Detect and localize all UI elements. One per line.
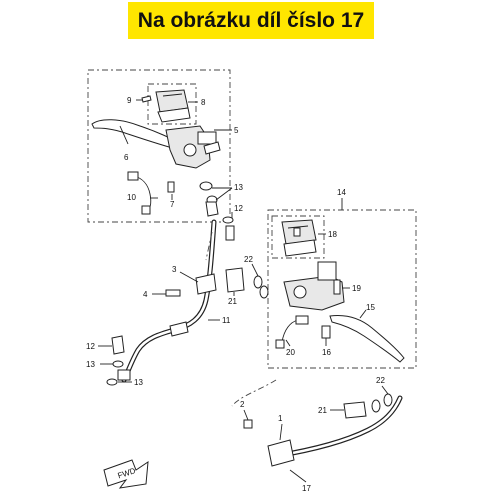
callout-12-upper: 12 (234, 204, 243, 213)
callout-2: 2 (240, 400, 245, 409)
screw-9 (141, 95, 152, 103)
bolt-12-lower (111, 335, 125, 355)
brake-lever-15 (329, 315, 405, 363)
fwd-arrow: FWD (103, 459, 149, 489)
reservoir-diaphragm-17 (283, 239, 317, 257)
routing-line (205, 231, 277, 407)
callout-21-upper: 21 (228, 297, 237, 306)
callout-8: 8 (201, 98, 206, 107)
callout-21-lower: 21 (318, 406, 327, 415)
banjo-bolt-21-lower (343, 401, 367, 419)
screw-18 (333, 279, 341, 295)
callout-18: 19 (352, 284, 361, 293)
callout-20: 17 (302, 484, 311, 493)
callout-7: 7 (170, 200, 175, 209)
callout-13-lower: 13 (134, 378, 143, 387)
callout-1: 1 (278, 414, 283, 423)
callout-9: 9 (127, 96, 132, 105)
screw-16 (321, 325, 331, 339)
banjo-bolt-21 (225, 267, 245, 293)
callout-11: 11 (222, 316, 231, 325)
callout-labels: 9 8 5 6 10 7 13 12 3 4 11 12 13 13 14 18… (86, 96, 385, 493)
callout-14: 14 (337, 188, 346, 197)
washer-22a (253, 275, 263, 289)
callout-13-middle: 13 (86, 360, 95, 369)
callout-19: 20 (286, 348, 295, 357)
callout-13-upper: 13 (234, 183, 243, 192)
hose-clamp-3 (195, 273, 217, 295)
callout-17: 18 (328, 230, 337, 239)
callout-4: 4 (143, 290, 148, 299)
washer-22b (383, 393, 393, 407)
hose-clamp-1 (267, 439, 295, 467)
screw-7 (167, 181, 175, 193)
brake-switch-19 (295, 315, 309, 325)
callout-10: 10 (127, 193, 136, 202)
reservoir-cap-8-box (147, 83, 197, 125)
upper-banjo-bolt-parts (199, 181, 235, 241)
reservoir-neck (317, 261, 337, 281)
master-cylinder-assembly-5-box (87, 69, 231, 223)
leader-lines (98, 99, 389, 483)
reservoir-cap-17-box (271, 215, 325, 259)
reservoir-diaphragm (157, 107, 191, 123)
callout-16: 16 (322, 348, 331, 357)
callout-6: 6 (124, 153, 129, 162)
callout-3: 3 (172, 265, 177, 274)
callout-5: 5 (234, 126, 239, 135)
bolt-12 (225, 225, 235, 241)
banjo-bolt (205, 201, 219, 217)
brake-hose-11 (106, 219, 217, 386)
callout-12-lower: 12 (86, 342, 95, 351)
bolt-2 (243, 419, 253, 429)
bolt-4 (165, 289, 181, 297)
clamp (203, 141, 221, 155)
washer-13a (199, 181, 213, 191)
bracket (197, 131, 217, 145)
brake-switch-10 (127, 171, 139, 181)
part-number-banner: Na obrázku díl číslo 17 (128, 2, 374, 39)
banjo-port (183, 143, 197, 157)
brake-hose-20 (243, 393, 403, 467)
callout-22-lower: 22 (376, 376, 385, 385)
callout-22-upper: 22 (244, 255, 253, 264)
left-master-cylinder-parts (91, 89, 221, 215)
right-master-cylinder-parts (225, 219, 405, 363)
callout-15: 15 (366, 303, 375, 312)
